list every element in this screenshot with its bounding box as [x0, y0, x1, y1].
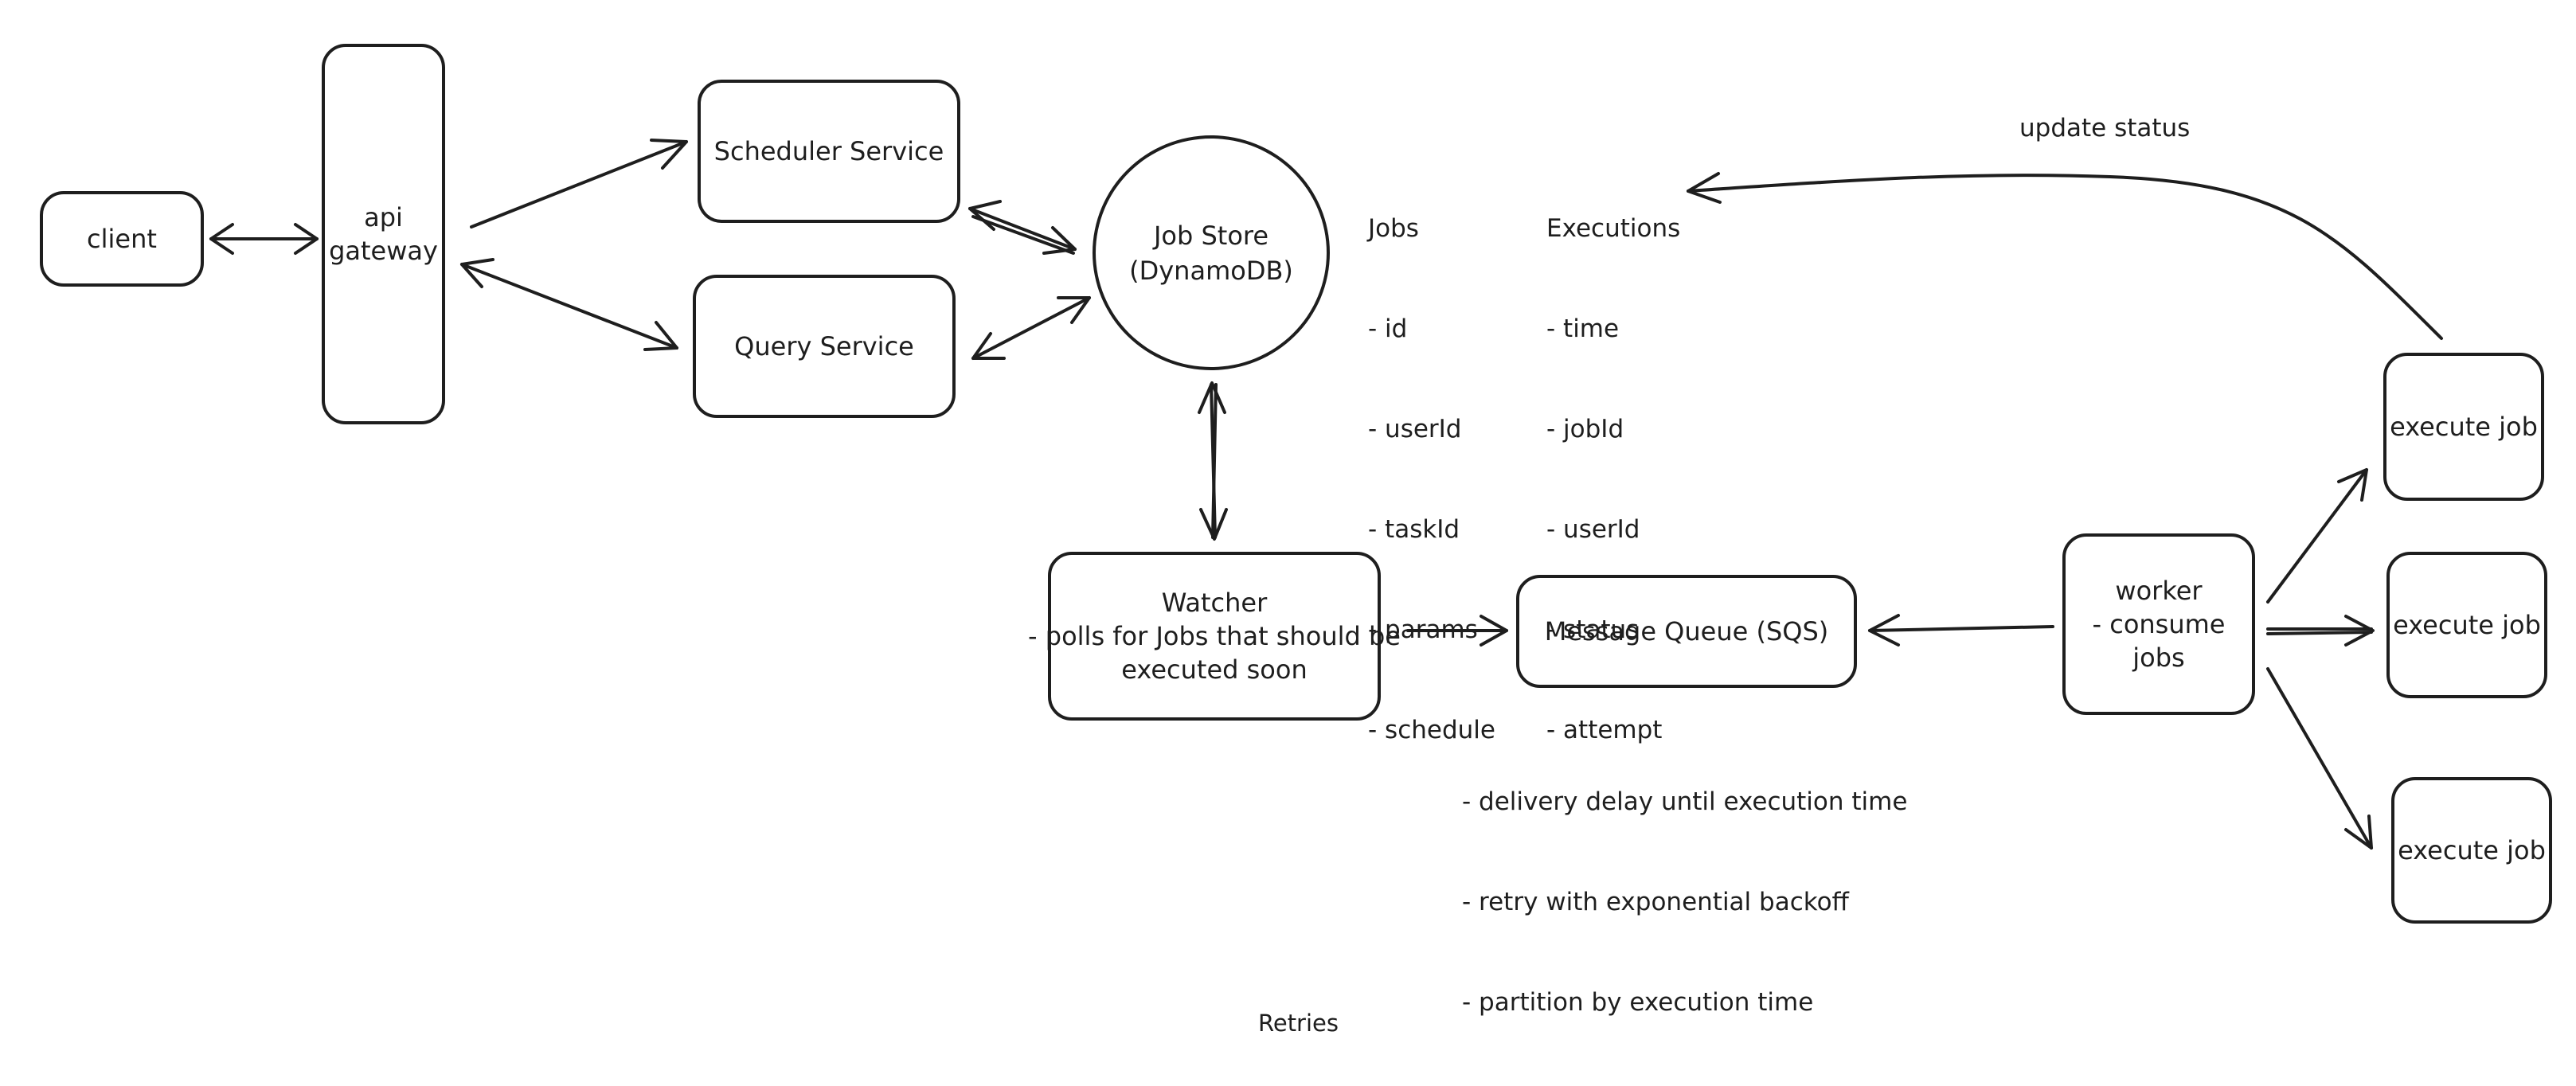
api-gateway-label-line1: api — [364, 202, 403, 232]
watcher-label-line1: Watcher — [1161, 588, 1268, 618]
execute-job-label-3: execute job — [2398, 835, 2546, 865]
jobs-schema-title: Jobs — [1368, 214, 1419, 243]
execute-job-node-1: execute job — [2383, 353, 2544, 501]
queue-note: - delivery delay until execution time — [1462, 787, 1908, 816]
execute-job-label-2: execute job — [2393, 610, 2541, 640]
execute-job-node-3: execute job — [2391, 777, 2552, 924]
retries-label: Retries — [1258, 1010, 1339, 1037]
query-service-node: Query Service — [693, 275, 956, 418]
message-queue-label: Message Queue (SQS) — [1544, 616, 1829, 647]
watcher-label-line2: - polls for Jobs that should be — [1028, 621, 1401, 651]
client-node: client — [40, 191, 204, 287]
executions-field: - jobId — [1546, 415, 1624, 443]
arrow-watcher-queue — [1406, 615, 1508, 647]
executions-schema-title: Executions — [1546, 214, 1681, 243]
scheduler-service-label: Scheduler Service — [713, 136, 944, 166]
queue-note: - retry with exponential backoff — [1462, 888, 1849, 916]
jobs-field: - userId — [1368, 415, 1462, 443]
executions-field: - userId — [1546, 515, 1640, 544]
executions-field: - time — [1546, 314, 1620, 343]
arrow-worker-exec1 — [2266, 468, 2368, 604]
queue-notes: - delivery delay until execution time - … — [1462, 718, 1907, 1086]
job-store-node: Job Store (DynamoDB) — [1093, 135, 1330, 370]
arrow-gateway-query — [460, 258, 678, 351]
arrow-worker-exec3 — [2266, 667, 2373, 850]
architecture-diagram: client api gateway Scheduler Service Que… — [40, 44, 2552, 1037]
arrow-jobstore-watcher — [1198, 381, 1228, 541]
jobs-field: - taskId — [1368, 515, 1460, 544]
update-status-label: update status — [2019, 114, 2191, 143]
arrow-scheduler-jobstore — [968, 200, 1077, 255]
connector-layer — [209, 139, 2443, 850]
jobs-field: - id — [1368, 314, 1408, 343]
job-store-label-line2: (DynamoDB) — [1129, 255, 1293, 286]
api-gateway-label-line2: gateway — [329, 236, 438, 266]
worker-label-line1: worker — [2115, 576, 2203, 606]
api-gateway-node: api gateway — [322, 44, 445, 424]
query-service-label: Query Service — [734, 331, 914, 361]
jobs-schema: Jobs - id - userId - taskId - params - s… — [1368, 145, 1495, 814]
arrow-worker-queue — [1868, 614, 2054, 647]
arrow-update-status — [1687, 172, 2443, 340]
execute-job-node-2: execute job — [2386, 552, 2547, 698]
arrow-query-jobstore — [971, 296, 1091, 360]
executions-field: - status — [1546, 615, 1640, 644]
arrow-worker-exec2 — [2266, 615, 2375, 647]
watcher-label-line3: executed soon — [1121, 654, 1308, 685]
jobs-field: - params — [1368, 615, 1478, 644]
worker-node: worker - consume jobs — [2062, 533, 2255, 715]
arrow-client-gateway — [209, 223, 319, 255]
worker-label-line2: - consume jobs — [2092, 609, 2226, 673]
client-label: client — [87, 224, 157, 254]
scheduler-service-node: Scheduler Service — [698, 80, 960, 223]
arrow-gateway-scheduler — [470, 139, 688, 229]
message-queue-node: Message Queue (SQS) — [1516, 575, 1857, 688]
watcher-node: Watcher - polls for Jobs that should be … — [1028, 552, 1401, 721]
execute-job-label-1: execute job — [2390, 412, 2538, 442]
queue-note: - partition by execution time — [1462, 988, 1814, 1017]
executions-field: - attempt — [1546, 716, 1663, 744]
job-store-label-line1: Job Store — [1153, 220, 1269, 251]
jobs-field: - schedule — [1368, 716, 1495, 744]
executions-schema: Executions - time - jobId - userId - sta… — [1546, 145, 1680, 814]
